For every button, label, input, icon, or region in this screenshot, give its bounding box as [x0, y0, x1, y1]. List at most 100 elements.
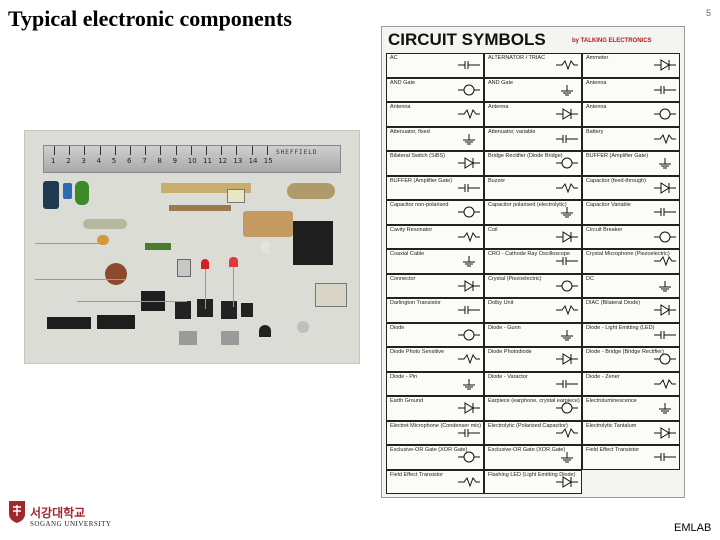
symbol-cell: Diode - Light Emitting (LED)	[582, 322, 680, 347]
symbol-label: Exclusive-OR Gate (XOR Gate)	[488, 447, 566, 453]
symbol-cell: Circuit Breaker	[582, 224, 680, 249]
symbol-label: BUFFER (Amplifier Gate)	[390, 177, 453, 184]
ruler-number: 15	[263, 157, 273, 165]
slide-title: Typical electronic components	[8, 6, 292, 31]
ruler-number: 11	[203, 157, 212, 165]
ruler-tick	[266, 146, 268, 155]
symbol-label: Flashing LED (Light Emitting Diode)	[488, 471, 576, 478]
symbol-cell: Bilateral Switch (SiBS)	[386, 151, 484, 176]
symbol-cell: Field Effect Transistor	[582, 445, 680, 470]
symbol-label: Antenna	[488, 104, 509, 110]
symbol-cell: Earth Ground	[386, 396, 484, 421]
transistor-3	[221, 301, 237, 319]
symbol-cell: Diode	[386, 322, 484, 347]
ruler-tick	[206, 146, 207, 155]
circuit-symbol-icon	[458, 279, 480, 292]
ruler-tick	[175, 146, 177, 155]
ruler-number: 6	[127, 157, 132, 165]
ruler-number: 3	[81, 157, 86, 165]
ruler-number: 2	[66, 157, 71, 165]
transistor-5	[259, 325, 271, 337]
symbol-cell: Cavity Resonator	[386, 224, 484, 249]
circuit-symbol-icon	[556, 379, 578, 388]
symbol-cell: Bridge Rectifier (Diode Bridge)	[484, 151, 582, 176]
circuit-symbol-icon	[556, 427, 578, 438]
symbol-cell: Exclusive-OR Gate (XOR Gate)	[386, 445, 484, 470]
symbol-cell: Coaxial Cable	[386, 249, 484, 274]
circuit-symbol-icon	[654, 231, 676, 242]
circuit-symbol-icon	[654, 208, 676, 216]
symbol-label: Electroluminescence	[586, 398, 637, 404]
symbol-cell: BUFFER (Amplifier Gate)	[582, 151, 680, 176]
symbol-cell: AND Gate	[386, 77, 484, 102]
symbol-cell: Coil	[484, 224, 582, 249]
circuit-symbol-icon	[556, 402, 578, 414]
relay	[293, 221, 333, 265]
symbol-cell: Field Effect Transistor	[386, 469, 484, 494]
ruler-tick	[221, 146, 223, 155]
circuit-symbol-icon	[458, 476, 480, 487]
symbol-label: ALTERNATOR / TRIAC	[488, 55, 546, 61]
ic-chip-1	[47, 317, 91, 329]
symbol-label: DIAC (Bilateral Diode)	[586, 300, 641, 306]
circuit-symbol-icon	[556, 230, 578, 243]
symbol-cell: Exclusive-OR Gate (XOR Gate)	[484, 445, 582, 470]
university-logo: 서강대학교 SOGANG UNIVERSITY	[8, 500, 111, 528]
regulator-2	[221, 331, 239, 345]
symbol-label: Coil	[488, 226, 498, 233]
symbol-label: Circuit Breaker	[586, 226, 623, 233]
symbol-label: AND Gate	[488, 79, 514, 86]
circuit-symbol-icon	[654, 181, 676, 194]
symbol-cell: Diode - Zener	[582, 371, 680, 396]
circuit-symbol-icon	[458, 61, 480, 69]
symbol-cell: ALTERNATOR / TRIAC	[484, 53, 582, 78]
crystal	[177, 259, 191, 277]
page-number: 5	[706, 8, 712, 18]
symbol-label: Capacitor polarised (electrolytic)	[488, 202, 567, 208]
symbol-cell: Diode - Varactor	[484, 371, 582, 396]
symbol-label: BUFFER (Amplifier Gate)	[586, 153, 649, 159]
circuit-symbol-icon	[458, 353, 480, 365]
symbol-label: Antenna	[586, 104, 607, 110]
symbol-label: Diode	[390, 324, 405, 331]
circuit-symbol-icon	[561, 452, 573, 463]
circuit-symbol-icon	[556, 475, 578, 488]
ruler-tick	[190, 146, 192, 155]
ruler-tick	[114, 146, 116, 155]
symbol-cell: Diode Photodiode	[484, 347, 582, 372]
circuit-symbol-icon	[561, 207, 573, 218]
symbol-cell: Darlington Transistor	[386, 298, 484, 323]
circuit-symbol-icon	[654, 426, 676, 439]
circuit-symbol-icon	[654, 59, 676, 71]
ruler-number: 7	[142, 157, 147, 165]
symbol-cell: Capacitor polarised (electrolytic)	[484, 200, 582, 225]
chart-byline: by TALKING ELECTRONICS	[572, 38, 652, 44]
circuit-symbol-icon	[659, 280, 671, 291]
symbol-label: Diode - Varactor	[488, 373, 528, 380]
circuit-symbol-icon	[556, 108, 578, 120]
footer-label: EMLAB	[674, 522, 712, 534]
chart-title: CIRCUIT SYMBOLS	[388, 30, 546, 49]
symbol-cell: Electroluminescence	[582, 396, 680, 421]
tube-component	[83, 219, 127, 229]
shield-icon	[9, 501, 25, 523]
small-capacitor	[63, 183, 72, 199]
symbol-label: Capacitor Variable	[586, 202, 631, 208]
circuit-symbol-icon	[458, 206, 480, 218]
symbol-label: Exclusive-OR Gate (XOR Gate)	[390, 447, 468, 453]
symbol-label: Capacitor non-polarised	[390, 202, 449, 208]
symbol-label: Ammeter	[586, 55, 609, 61]
circuit-symbol-icon	[556, 59, 578, 71]
symbol-cell: Attenuator, variable	[484, 126, 582, 151]
symbol-cell: Antenna	[484, 102, 582, 127]
symbol-cell: Dolby Unit	[484, 298, 582, 323]
resistor-strip	[161, 183, 251, 193]
symbol-label: Electret Microphone (Condenser mic)	[390, 422, 482, 429]
symbol-label: Diode - Bridge (Bridge Rectifier)	[586, 349, 664, 355]
symbol-cell: Electret Microphone (Condenser mic)	[386, 420, 484, 445]
symbol-label: Crystal Microphone (Piezoelectric)	[586, 251, 670, 257]
symbol-label: Connector	[390, 275, 416, 282]
symbol-label: Bilateral Switch (SiBS)	[390, 153, 446, 159]
ruler-tick	[145, 146, 147, 155]
logo-korean: 서강대학교	[30, 506, 86, 520]
